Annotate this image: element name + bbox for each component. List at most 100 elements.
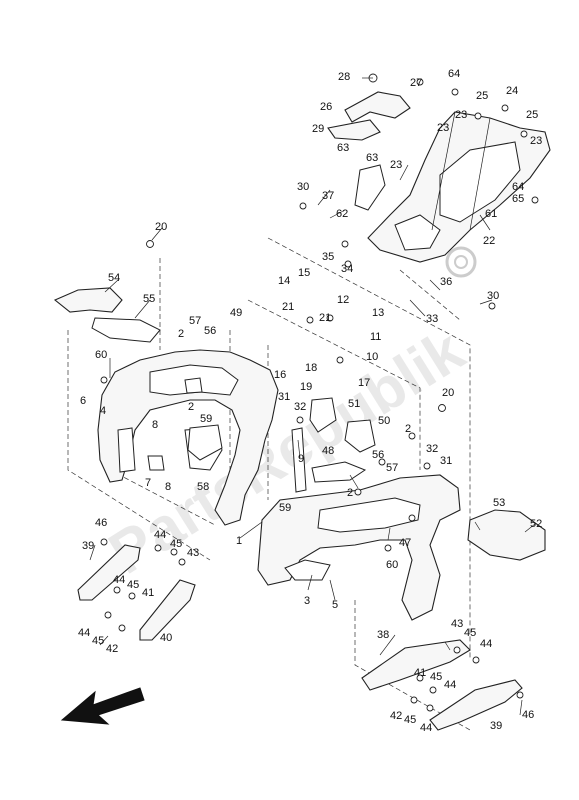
gear-logo-icon [445, 246, 477, 278]
callout-6: 6 [80, 395, 86, 407]
callout-45a: 45 [170, 538, 182, 550]
callout-18: 18 [305, 362, 317, 374]
callout-2a: 2 [178, 328, 184, 340]
callout-62: 62 [336, 208, 348, 220]
left-cover [53, 287, 161, 343]
callout-27: 27 [410, 77, 422, 89]
fasteners [100, 78, 539, 712]
callout-23c: 23 [390, 159, 402, 171]
upper-bracket [327, 73, 411, 141]
callout-45f: 45 [404, 714, 416, 726]
callout-41b: 41 [414, 667, 426, 679]
callout-49: 49 [230, 307, 242, 319]
callout-16: 16 [274, 369, 286, 381]
callout-31a: 31 [278, 391, 290, 403]
callout-35: 35 [322, 251, 334, 263]
callout-43b: 43 [451, 618, 463, 630]
callout-42b: 42 [390, 710, 402, 722]
callout-3: 3 [304, 595, 310, 607]
callout-65: 65 [512, 193, 524, 205]
callout-13: 13 [372, 307, 384, 319]
callout-44b: 44 [113, 574, 125, 586]
callout-32b: 32 [426, 443, 438, 455]
callout-41a: 41 [142, 587, 154, 599]
callout-17: 17 [358, 377, 370, 389]
callout-19: 19 [300, 381, 312, 393]
callout-31b: 31 [440, 455, 452, 467]
callout-22: 22 [483, 235, 495, 247]
callout-23d: 23 [530, 135, 542, 147]
callout-57a: 57 [189, 315, 201, 327]
callout-2b: 2 [188, 401, 194, 413]
callout-38: 38 [377, 629, 389, 641]
callout-11: 11 [370, 331, 381, 343]
callout-59b: 59 [279, 502, 291, 514]
callout-57b: 57 [386, 462, 398, 474]
callout-55: 55 [143, 293, 155, 305]
callout-47: 47 [399, 537, 411, 549]
callout-25b: 25 [526, 109, 538, 121]
callout-25a: 25 [476, 90, 488, 102]
callout-56b: 56 [372, 449, 384, 461]
callout-21b: 21 [319, 312, 331, 324]
callout-23b: 23 [455, 109, 467, 121]
callout-34: 34 [341, 263, 353, 275]
callout-44a: 44 [154, 529, 166, 541]
callout-32a: 32 [294, 401, 306, 413]
callout-37: 37 [322, 190, 334, 202]
callout-42a: 42 [106, 643, 118, 655]
callout-7: 7 [145, 477, 151, 489]
leader-lines [89, 164, 536, 716]
callout-30a: 30 [297, 181, 309, 193]
front-arrow-icon [60, 687, 145, 725]
callout-4: 4 [100, 405, 106, 417]
callout-44f: 44 [420, 722, 432, 734]
callout-63b: 63 [366, 152, 378, 164]
callout-48: 48 [322, 445, 334, 457]
main-frame-right [257, 474, 461, 621]
callout-64b: 64 [512, 181, 524, 193]
main-frame [97, 349, 279, 526]
callout-8b: 8 [165, 481, 171, 493]
callout-44c: 44 [78, 627, 90, 639]
callout-59a: 59 [200, 413, 212, 425]
callout-45e: 45 [430, 671, 442, 683]
callout-60a: 60 [95, 349, 107, 361]
callout-45d: 45 [464, 627, 476, 639]
callout-64a: 64 [448, 68, 460, 80]
callout-45b: 45 [127, 579, 139, 591]
callout-15: 15 [298, 267, 310, 279]
callout-43a: 43 [187, 547, 199, 559]
callout-30b: 30 [487, 290, 499, 302]
callout-54: 54 [108, 272, 120, 284]
callout-1: 1 [236, 535, 242, 547]
callout-51: 51 [348, 398, 360, 410]
callout-28: 28 [338, 71, 350, 83]
assembly-guide-lines [67, 237, 471, 731]
callout-58: 58 [197, 481, 209, 493]
callout-36: 36 [440, 276, 452, 288]
callout-14: 14 [278, 275, 290, 287]
callout-5: 5 [332, 599, 338, 611]
callout-24: 24 [506, 85, 518, 97]
callout-53: 53 [493, 497, 505, 509]
callout-8a: 8 [152, 419, 158, 431]
callout-21a: 21 [282, 301, 294, 313]
callout-44e: 44 [444, 679, 456, 691]
guard-plates [77, 544, 523, 731]
callout-9: 9 [298, 453, 304, 465]
callout-33: 33 [426, 313, 438, 325]
callout-46a: 46 [95, 517, 107, 529]
callout-56a: 56 [204, 325, 216, 337]
callout-29: 29 [312, 123, 324, 135]
rear-frame [367, 111, 551, 263]
callout-45c: 45 [92, 635, 104, 647]
callout-12: 12 [337, 294, 349, 306]
callout-20b: 20 [442, 387, 454, 399]
callout-labels: 1 2 2 2 2 3 4 5 6 7 8 8 9 10 11 12 13 14… [78, 68, 542, 734]
callout-44d: 44 [480, 638, 492, 650]
callout-63a: 63 [337, 142, 349, 154]
callout-2d: 2 [347, 487, 353, 499]
callout-60b: 60 [386, 559, 398, 571]
